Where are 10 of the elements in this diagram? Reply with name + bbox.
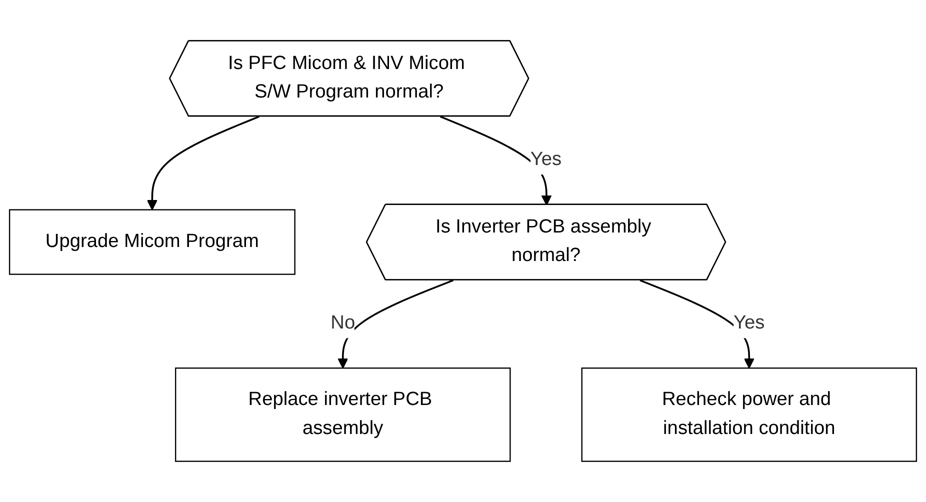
node-box: Upgrade Micom Program: [8, 209, 296, 275]
edge-label: Yes: [530, 149, 562, 170]
arrow: [640, 279, 754, 369]
edge-label: Yes: [734, 313, 765, 334]
edge-label: No: [330, 313, 356, 334]
node-box: Replace inverter PCB assembly: [174, 368, 511, 462]
arrow: [440, 116, 552, 206]
node-box: Recheck power and installation condition: [581, 368, 918, 462]
arrow: [146, 116, 260, 210]
arrow: [338, 279, 454, 369]
